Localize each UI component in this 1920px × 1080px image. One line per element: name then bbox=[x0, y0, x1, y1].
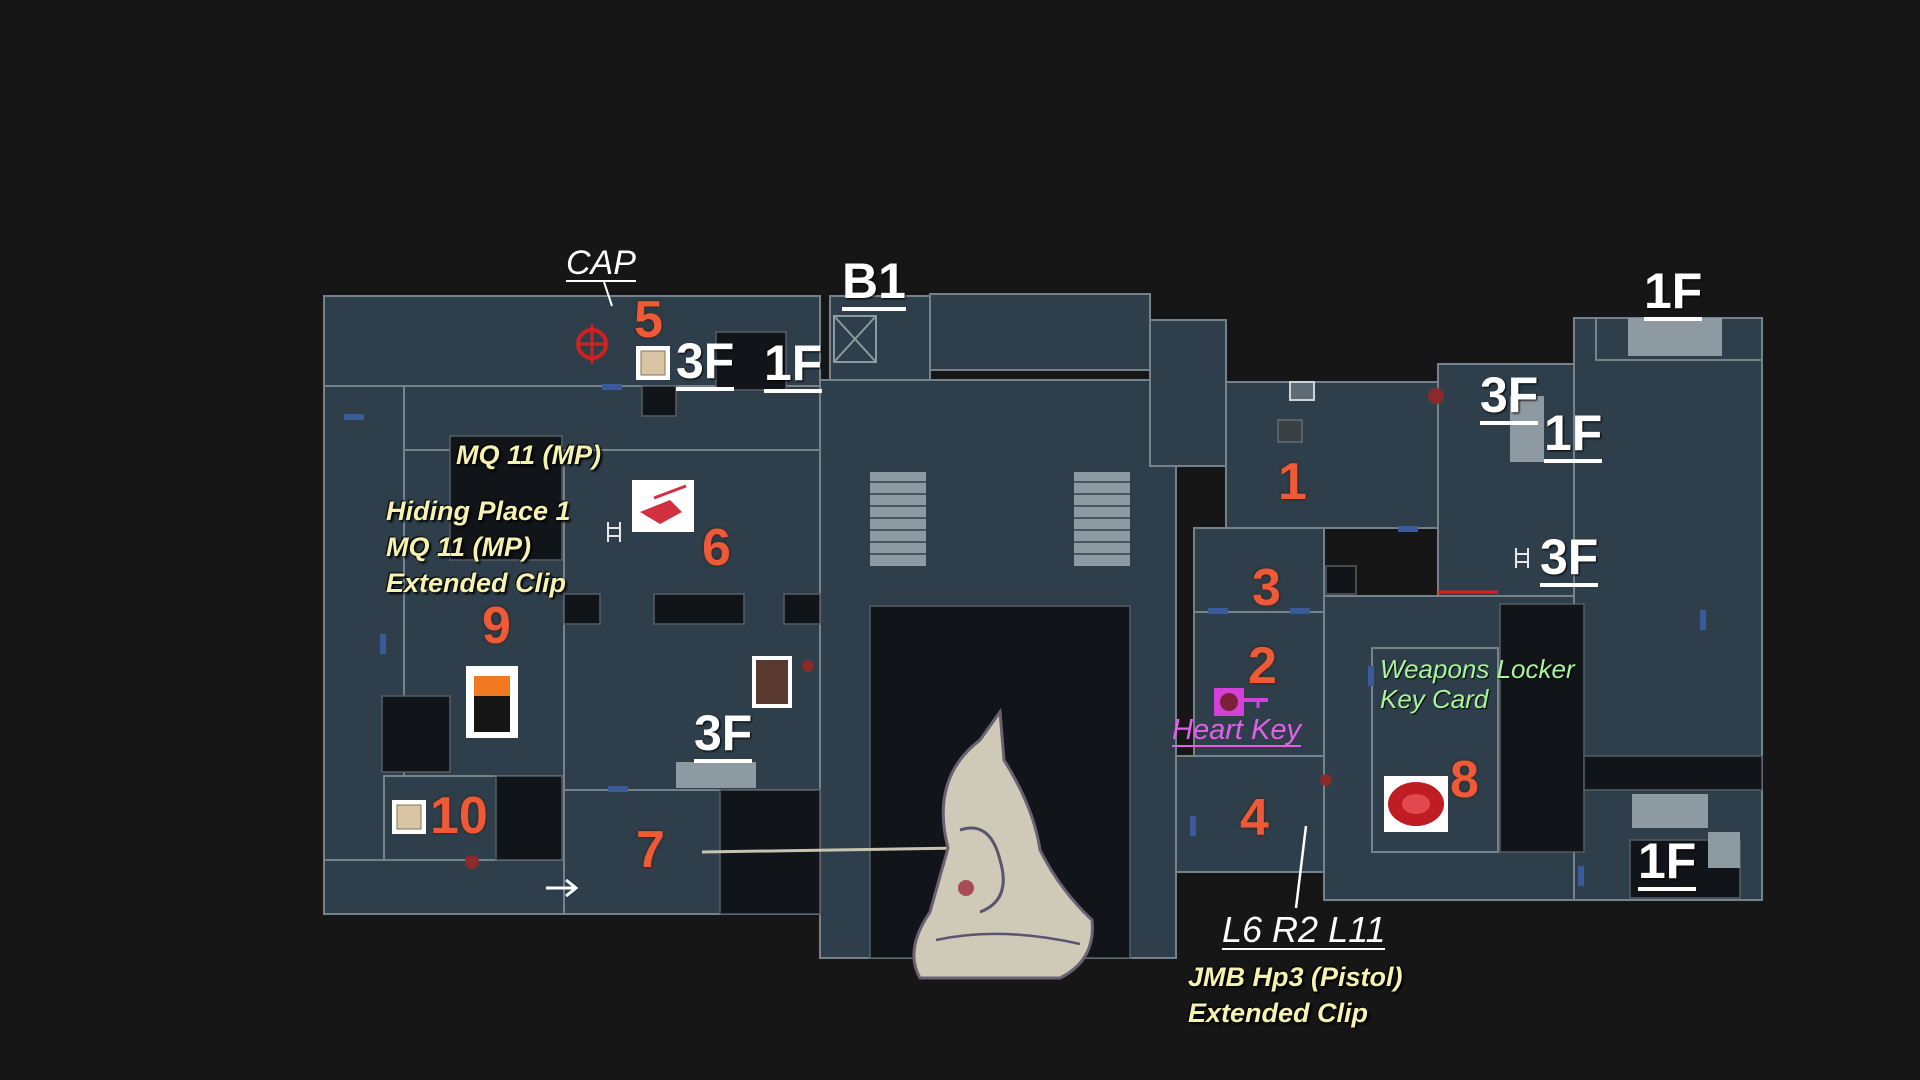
cap-label: CAP bbox=[566, 244, 636, 282]
room-number-3: 3 bbox=[1252, 559, 1281, 617]
lock-code-label: L6 R2 L11 bbox=[1222, 909, 1386, 950]
floor-label-1f-bottom-right: 1F bbox=[1638, 833, 1697, 891]
stair-steps bbox=[676, 318, 1740, 868]
floor-label-3f-top: 3F bbox=[676, 333, 735, 391]
item-mq11-top: MQ 11 (MP) bbox=[456, 440, 602, 470]
room-number-7: 7 bbox=[636, 821, 665, 879]
corridor-top-right bbox=[1149, 319, 1227, 467]
room-number-5: 5 bbox=[634, 291, 663, 349]
typewriter-icon bbox=[1277, 419, 1303, 443]
heart-key-icon bbox=[1214, 688, 1268, 716]
heart-key-label: Heart Key bbox=[1172, 714, 1301, 747]
room-number-2: 2 bbox=[1248, 637, 1277, 695]
stair-lines bbox=[870, 481, 1130, 555]
key-card-label: Key Card bbox=[1380, 684, 1489, 714]
room-number-6: 6 bbox=[702, 519, 731, 577]
room-south-corridor bbox=[323, 859, 565, 915]
ladder-icon bbox=[1515, 548, 1529, 568]
pointer-line-room7 bbox=[701, 846, 961, 854]
room-number-1: 1 bbox=[1278, 453, 1307, 511]
red-marker-icon bbox=[1428, 388, 1444, 404]
doors bbox=[344, 384, 1706, 886]
floor-label-1f-top: 1F bbox=[764, 335, 823, 393]
weapons-locker-label: Weapons Locker bbox=[1380, 654, 1575, 684]
elevator-icon bbox=[833, 315, 877, 363]
item-jmb-pistol: JMB Hp3 (Pistol) bbox=[1188, 962, 1403, 992]
room-4 bbox=[1175, 755, 1325, 873]
item-extended-clip-bottom: Extended Clip bbox=[1188, 998, 1369, 1028]
red-marker-icon bbox=[1320, 774, 1332, 786]
room-top-center bbox=[929, 293, 1151, 371]
floor-label-3f-left-mid: 3F bbox=[694, 705, 753, 763]
floor-jack-icon bbox=[632, 480, 694, 532]
floor-label-3f-right-mid: 3F bbox=[1540, 529, 1599, 587]
item-extended-clip-left: Extended Clip bbox=[386, 568, 567, 598]
ruby-gem-icon bbox=[1384, 776, 1448, 832]
dark-voids bbox=[381, 331, 1763, 959]
statue-icon bbox=[912, 707, 1094, 980]
ladder-icon bbox=[607, 522, 621, 542]
floor-label-1f-far-right: 1F bbox=[1644, 263, 1703, 321]
room-3 bbox=[1193, 527, 1325, 613]
pointer-line-cap bbox=[603, 281, 613, 307]
floor-label-b1: B1 bbox=[842, 253, 906, 311]
red-marker-icon bbox=[802, 660, 814, 672]
room-number-9: 9 bbox=[482, 597, 511, 655]
item-mq11-left: MQ 11 (MP) bbox=[386, 532, 532, 562]
ink-ribbon-icon bbox=[392, 800, 426, 834]
red-marker-icon bbox=[465, 855, 479, 869]
safe-box-icon bbox=[1289, 381, 1315, 401]
room-stairs-1f bbox=[1437, 363, 1575, 597]
notebook-file-icon bbox=[752, 656, 792, 708]
ink-ribbon-icon bbox=[636, 346, 670, 380]
arrow-right-icon bbox=[546, 878, 579, 898]
valve-handle-icon bbox=[576, 324, 608, 364]
floor-label-3f-right: 3F bbox=[1480, 367, 1539, 425]
room-1 bbox=[1225, 381, 1439, 529]
room-number-8: 8 bbox=[1450, 751, 1479, 809]
room-number-4: 4 bbox=[1240, 789, 1269, 847]
pointer-line-code bbox=[1294, 825, 1308, 909]
battery-icon bbox=[466, 666, 518, 738]
item-hiding-place: Hiding Place 1 bbox=[386, 496, 571, 526]
floor-label-1f-right: 1F bbox=[1544, 405, 1603, 463]
room-number-10: 10 bbox=[430, 787, 488, 845]
